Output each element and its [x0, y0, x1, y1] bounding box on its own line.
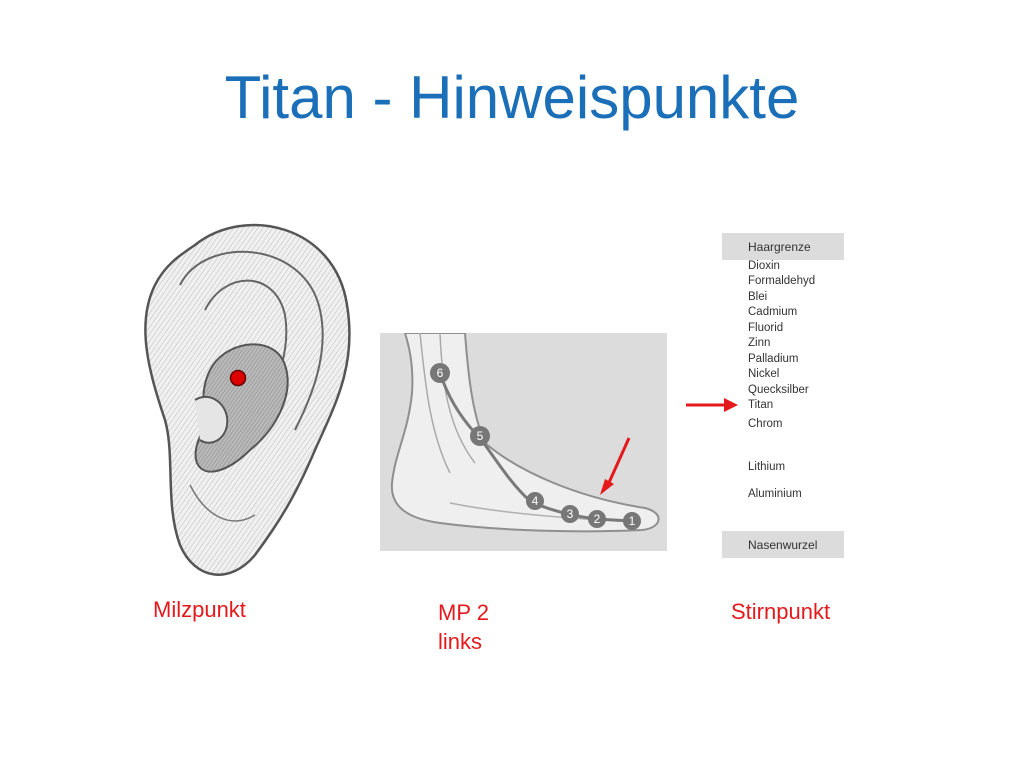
list-item: Cadmium — [748, 306, 798, 318]
list-header-band — [722, 233, 844, 260]
caption-mp2-line1: MP 2 — [438, 600, 489, 625]
list-item: Nickel — [748, 368, 780, 380]
page-title: Titan - Hinweispunkte — [224, 64, 800, 131]
list-item: Fluorid — [748, 322, 784, 334]
foot-point-4: 4 — [532, 494, 539, 508]
foot-point-1: 1 — [629, 514, 636, 528]
foot-meridian-drawing-icon: 6 5 4 3 2 1 — [380, 332, 667, 551]
ear-panel — [135, 215, 355, 580]
list-item-titan: Titan — [748, 399, 774, 411]
list-item: Lithium — [748, 461, 786, 473]
foot-panel: 6 5 4 3 2 1 — [380, 332, 667, 551]
milzpunkt-marker — [229, 369, 247, 387]
list-item: Dioxin — [748, 260, 780, 272]
list-item: Palladium — [748, 353, 799, 365]
list-header: Haargrenze — [748, 240, 811, 254]
list-item: Formaldehyd — [748, 275, 816, 287]
list-footer-band — [722, 531, 844, 558]
list-item: Blei — [748, 291, 768, 303]
list-item: Quecksilber — [748, 384, 809, 396]
list-item: Aluminium — [748, 488, 802, 500]
list-item: Chrom — [748, 418, 783, 430]
list-item: Zinn — [748, 337, 771, 349]
foot-point-5: 5 — [477, 429, 484, 443]
titan-arrow-icon — [686, 398, 738, 412]
caption-milzpunkt: Milzpunkt — [153, 597, 246, 622]
caption-stirnpunkt: Stirnpunkt — [731, 599, 831, 624]
caption-mp2-line2: links — [438, 629, 483, 654]
foot-point-2: 2 — [594, 512, 601, 526]
foot-point-3: 3 — [567, 507, 574, 521]
foot-arrow-icon — [600, 437, 631, 495]
forehead-list-panel: Haargrenze Dioxin Formaldehyd Blei Cadmi… — [718, 232, 868, 560]
ear-drawing-icon — [144, 223, 351, 576]
foot-point-6: 6 — [437, 366, 444, 380]
list-footer: Nasenwurzel — [748, 538, 818, 552]
